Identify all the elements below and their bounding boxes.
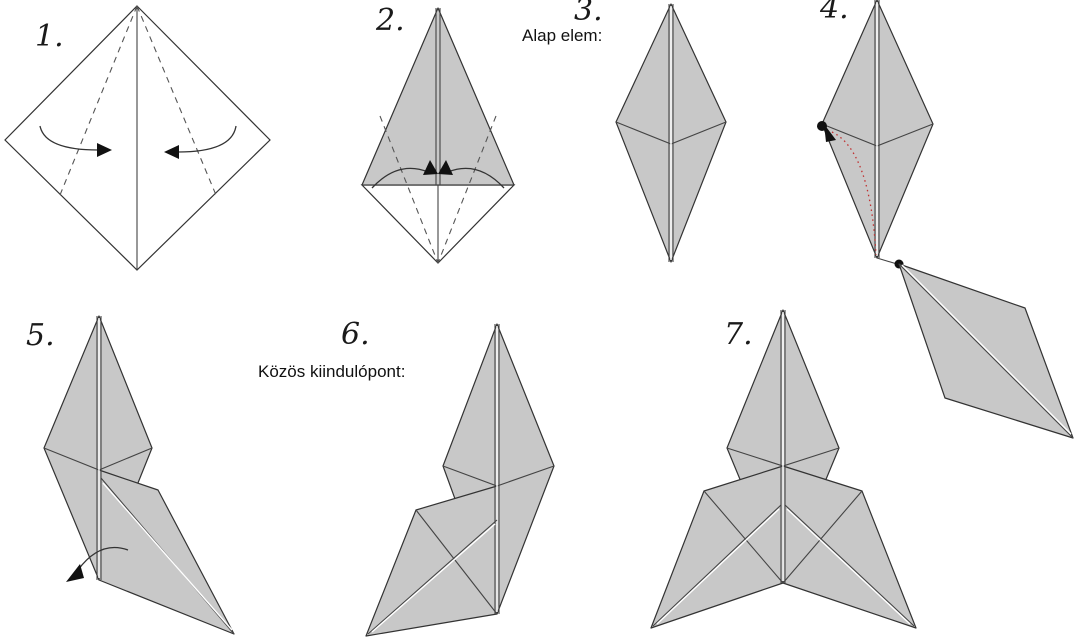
- step-7-number: 7.: [724, 317, 753, 352]
- step-5-number: 5.: [26, 318, 55, 353]
- step-2: 2.: [360, 3, 516, 264]
- step-2-left-arrowhead: [423, 160, 438, 175]
- step-6-flap-highlight: [371, 523, 496, 633]
- step-7-right-crease: [784, 504, 915, 627]
- step-3-caption: Alap elem:: [522, 26, 602, 45]
- step-7-left-highlight: [656, 508, 780, 625]
- step-5-arrowhead: [66, 564, 84, 582]
- step-7-right-flap: [782, 465, 917, 629]
- step-2-right-arrow: [447, 167, 505, 189]
- step-1-right-fold-line: [136, 5, 217, 196]
- step-7: 7.: [650, 309, 917, 629]
- step-6-flap-edge: [415, 509, 498, 615]
- step-4-lower-highlight: [901, 264, 1072, 435]
- step-6-number: 6.: [341, 317, 370, 352]
- step-1-number: 1.: [35, 19, 64, 54]
- step-6-flap-crease: [367, 519, 498, 635]
- step-7-left-crease: [652, 504, 782, 627]
- step-7-right-flap-edge: [782, 490, 863, 584]
- step-4-lower-crease-a: [898, 263, 1074, 439]
- step-5: 5.: [26, 315, 235, 635]
- step-4: 4.: [817, 0, 1074, 439]
- step-2-left-arrow: [371, 167, 429, 189]
- step-1-right-arrowhead: [164, 145, 179, 159]
- step-3-number: 3.: [574, 0, 603, 28]
- step-4-arrowhead: [824, 124, 836, 142]
- step-1-left-fold-line: [59, 5, 138, 196]
- step-6: 6. Közös kiindulópont:: [258, 317, 555, 637]
- step-1: 1.: [4, 5, 271, 271]
- step-7-left-flap-edge: [703, 490, 784, 584]
- step-2-left-fold-line: [379, 115, 439, 264]
- step-7-left-flap: [650, 465, 784, 629]
- step-1-right-arrow: [177, 125, 237, 153]
- step-2-right-arrowhead: [438, 160, 453, 175]
- step-5-arrow: [77, 546, 129, 571]
- step-1-left-arrowhead: [97, 143, 112, 157]
- step-6-caption: Közös kiindulópont:: [258, 362, 405, 381]
- step-1-left-arrow: [39, 125, 99, 151]
- step-4-dotted-path: [831, 131, 877, 256]
- step-4-connector: [876, 257, 898, 265]
- step-5-flap-highlight: [102, 482, 233, 631]
- step-6-lower-flap: [365, 485, 498, 637]
- step-4-number: 4.: [819, 0, 849, 26]
- step-2-number: 2.: [375, 3, 405, 38]
- step-2-right-fold-line: [437, 115, 497, 264]
- step-3: 3. Alap elem:: [522, 0, 727, 263]
- step-7-right-highlight: [786, 508, 911, 625]
